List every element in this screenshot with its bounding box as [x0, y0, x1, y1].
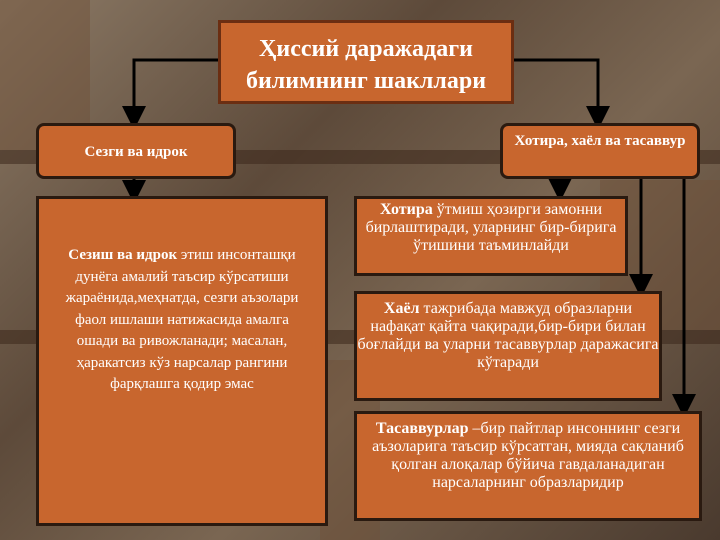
- node-imagination: Хаёл тажрибада мавжуд образларни нафақат…: [354, 291, 662, 401]
- description-text: ўтмиш ҳозирги замонни бирлаштиради, улар…: [365, 201, 617, 254]
- term-label: Хотира: [379, 201, 433, 218]
- diagram-title: Ҳиссий даражадаги билимнинг шакллари: [218, 20, 514, 104]
- description-text: этиш инсонташқи дунёга амалий таъсир кўр…: [65, 247, 299, 392]
- description-text: –бир пайтлар инсоннинг сезги аъзоларига …: [372, 420, 684, 491]
- panel-sensation-description: Сезиш ва идрок этиш инсонташқи дунёга ам…: [36, 196, 328, 526]
- term-label: Хаёл: [383, 300, 420, 317]
- node-memory: Хотира ўтмиш ҳозирги замонни бирлаштирад…: [354, 196, 628, 276]
- node-sensation-perception: Сезги ва идрок: [36, 123, 236, 179]
- node-memory-imagination-representation: Хотира, хаёл ва тасаввур: [500, 123, 700, 179]
- description-text: тажрибада мавжуд образларни нафақат қайт…: [357, 300, 659, 371]
- node-representation: Тасаввурлар –бир пайтлар инсоннинг сезги…: [354, 411, 702, 521]
- term-label: Сезиш ва идрок: [68, 247, 178, 263]
- term-label: Тасаввурлар: [375, 420, 469, 437]
- arrow-to-right-box: [514, 58, 610, 130]
- arrow-to-left-box: [122, 58, 218, 130]
